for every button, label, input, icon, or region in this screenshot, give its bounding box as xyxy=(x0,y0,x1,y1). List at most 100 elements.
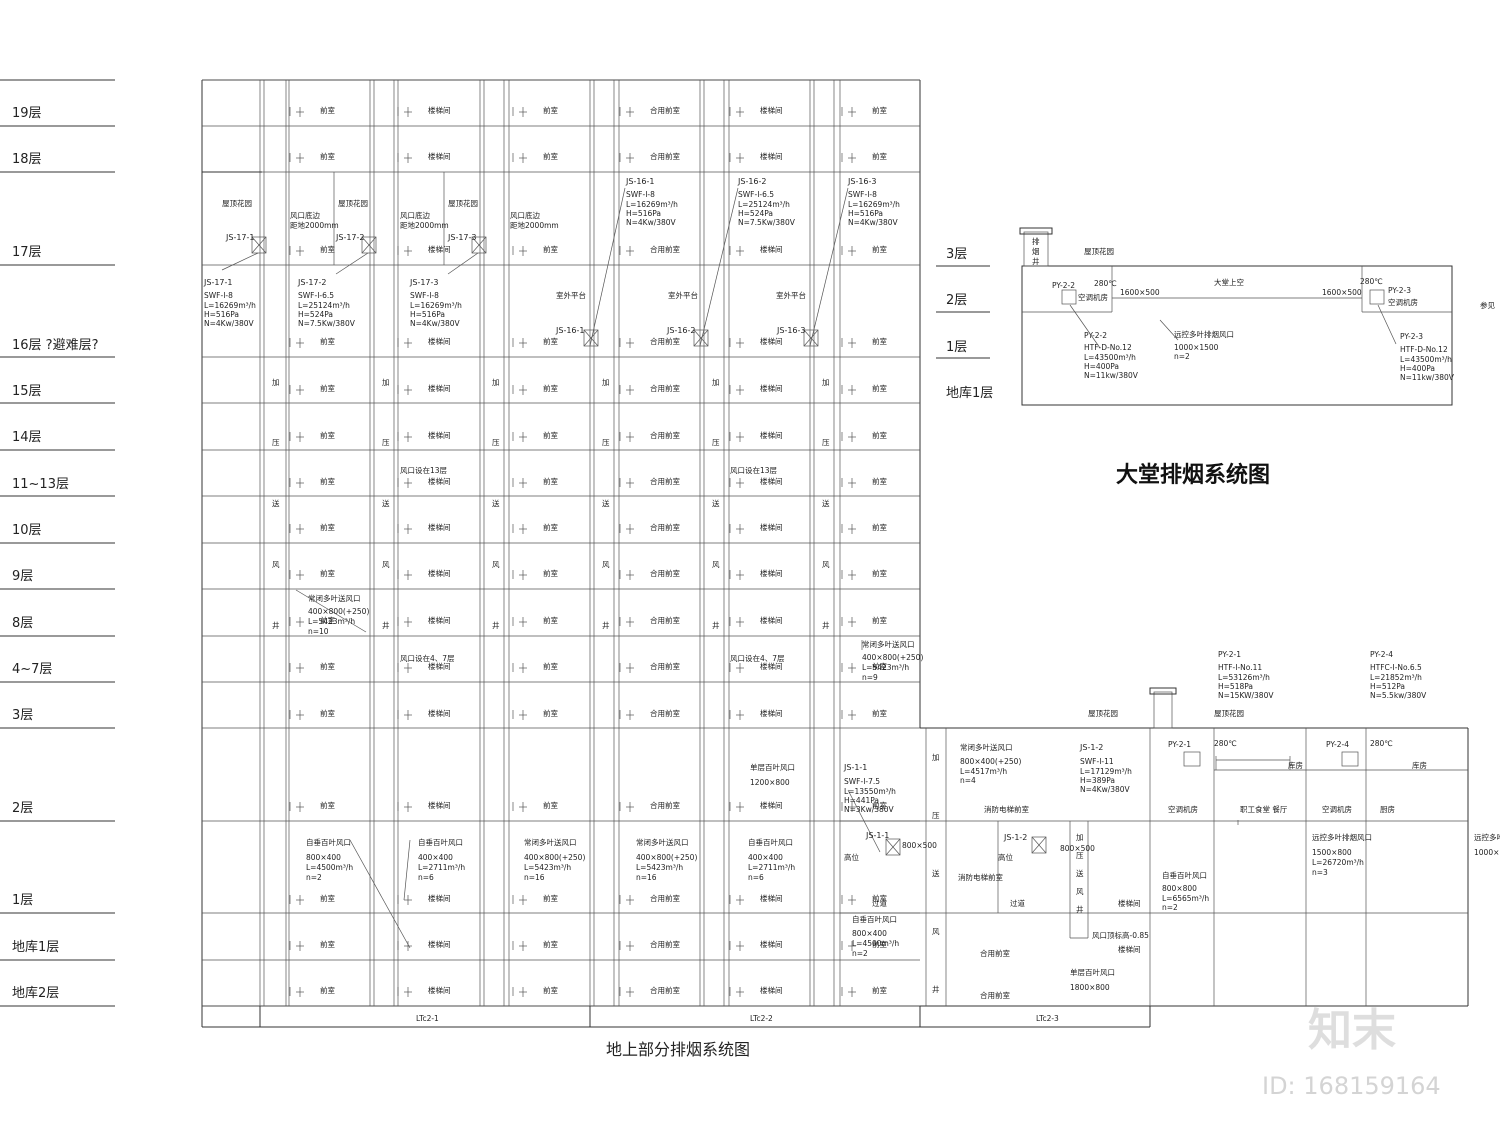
svg-text:L=5423m³/h: L=5423m³/h xyxy=(524,863,571,872)
shaft-char: 风 xyxy=(932,927,940,936)
roof-garden-label: 屋顶花园 xyxy=(222,198,252,208)
air-outlet-symbol xyxy=(289,941,304,951)
svg-text:n=9: n=9 xyxy=(862,673,878,682)
svg-text:消防电梯前室: 消防电梯前室 xyxy=(984,804,1029,814)
svg-text:400×400: 400×400 xyxy=(418,853,453,862)
air-outlet-symbol xyxy=(619,432,634,442)
roof-garden-label: 屋顶花园 xyxy=(448,198,478,208)
svg-text:L=5423m³/h: L=5423m³/h xyxy=(636,863,683,872)
outdoor-platform: 室外平台 xyxy=(556,290,586,300)
unit-id: JS-17-2 xyxy=(335,233,364,242)
air-outlet-symbol xyxy=(841,338,856,348)
room-label: 前室 xyxy=(320,151,335,161)
svg-text:空调机房: 空调机房 xyxy=(1388,297,1418,307)
bottom-title: 地上部分排烟系统图 xyxy=(606,1040,750,1059)
room-label: 合用前室 xyxy=(650,615,680,625)
room-label: 前室 xyxy=(543,522,558,532)
outdoor-platform: 室外平台 xyxy=(776,290,806,300)
air-outlet-symbol xyxy=(841,987,856,997)
fan-unit-js1-1: JS-1-1 SWF-I-7.5 L=13550m³/h H=441Pa N=3… xyxy=(843,763,896,840)
svg-text:280℃: 280℃ xyxy=(1370,739,1393,748)
air-outlet-symbol xyxy=(397,663,412,673)
unit-id-label: JS-17-3 xyxy=(409,278,438,287)
room-label: 前室 xyxy=(872,893,887,903)
svg-text:JS-1-1: JS-1-1 xyxy=(865,831,889,840)
svg-text:1600×500: 1600×500 xyxy=(1322,288,1362,297)
riser-label: LTc2-3 xyxy=(1036,1014,1059,1023)
room-label: 前室 xyxy=(320,661,335,671)
svg-text:SWF-I-7.5: SWF-I-7.5 xyxy=(844,777,880,786)
svg-text:空调机房: 空调机房 xyxy=(1078,292,1108,302)
air-outlet-symbol xyxy=(619,570,634,580)
svg-text:PY-2-1: PY-2-1 xyxy=(1218,650,1241,659)
lobby-floor-label: 3层 xyxy=(946,247,967,262)
room-label: 合用前室 xyxy=(650,661,680,671)
room-label: 前室 xyxy=(872,939,887,949)
air-outlet-symbol xyxy=(289,524,304,534)
air-outlet-symbol xyxy=(289,478,304,488)
room-label: 前室 xyxy=(320,476,335,486)
room-label: 合用前室 xyxy=(650,430,680,440)
vent-location-note: 风口设在4、7层 xyxy=(730,653,785,663)
room-label: 前室 xyxy=(872,568,887,578)
svg-text:自垂百叶风口: 自垂百叶风口 xyxy=(1162,870,1207,880)
shaft-char: 压 xyxy=(602,438,610,447)
air-outlet-symbol xyxy=(289,987,304,997)
air-outlet-symbol xyxy=(841,663,856,673)
air-outlet-symbol xyxy=(841,895,856,905)
svg-text:自垂百叶风口: 自垂百叶风口 xyxy=(852,914,897,924)
unit-pressure: H=516Pa xyxy=(848,209,883,218)
floor-label: 18层 xyxy=(12,152,42,167)
shaft-char: 送 xyxy=(272,498,280,508)
unit-pressure: H=516Pa xyxy=(410,310,445,319)
air-outlet-symbol xyxy=(729,432,744,442)
room-label: 前室 xyxy=(543,105,558,115)
air-outlet-symbol xyxy=(289,153,304,163)
air-outlet-symbol xyxy=(729,987,744,997)
svg-text:单层百叶风口: 单层百叶风口 xyxy=(1070,967,1115,977)
room-label: 楼梯间 xyxy=(760,383,783,393)
svg-text:n=3: n=3 xyxy=(1312,868,1328,877)
air-outlet-symbol xyxy=(729,153,744,163)
shaft-char: 压 xyxy=(1076,851,1084,860)
shaft-char: 加 xyxy=(822,377,830,387)
air-outlet-symbol xyxy=(841,570,856,580)
air-outlet-symbol xyxy=(729,617,744,627)
riser-labels: LTc2-1 LTc2-2 LTc2-3 地上部分排烟系统图 xyxy=(416,1014,1059,1059)
svg-text:1000×1500: 1000×1500 xyxy=(1174,343,1219,352)
unit-id-label: JS-17-1 xyxy=(203,278,232,287)
floor-label: 2层 xyxy=(12,801,33,816)
air-outlet-symbol xyxy=(619,941,634,951)
unit-flow: L=16269m³/h xyxy=(410,301,462,310)
air-outlet-symbol xyxy=(729,941,744,951)
svg-text:HTF-I-No.11: HTF-I-No.11 xyxy=(1218,663,1262,672)
room-label: 楼梯间 xyxy=(760,893,783,903)
room-label: 楼梯间 xyxy=(428,615,451,625)
svg-text:库房: 库房 xyxy=(1412,760,1427,770)
vent-note: 风口底边 xyxy=(400,210,430,220)
room-label: 前室 xyxy=(872,985,887,995)
air-outlet-symbol xyxy=(841,524,856,534)
svg-text:n=6: n=6 xyxy=(748,873,764,882)
room-label: 前室 xyxy=(320,985,335,995)
svg-text:L=43500m³/h: L=43500m³/h xyxy=(1084,353,1136,362)
svg-text:自垂百叶风口: 自垂百叶风口 xyxy=(306,837,351,847)
room-label: 前室 xyxy=(543,151,558,161)
air-outlet-symbol xyxy=(729,107,744,117)
room-label: 前室 xyxy=(543,476,558,486)
fan-unit-js17-1: JS-17-1 JS-17-1 SWF-I-8 L=16269m³/h H=51… xyxy=(203,233,256,328)
room-label: 合用前室 xyxy=(650,568,680,578)
svg-text:n=4: n=4 xyxy=(960,776,976,785)
lobby-floor-label: 1层 xyxy=(946,340,967,355)
vent-note-g: 自垂百叶风口 400×400 L=2711m³/h n=6 xyxy=(748,837,795,882)
svg-text:单层百叶风口: 单层百叶风口 xyxy=(750,762,795,772)
vent-note-h: 单层百叶风口 1200×800 xyxy=(750,762,795,787)
svg-text:L=53126m³/h: L=53126m³/h xyxy=(1218,673,1270,682)
room-label: 楼梯间 xyxy=(428,708,451,718)
shaft-char: 井 xyxy=(822,620,830,630)
unit-id-label: JS-16-3 xyxy=(776,326,805,335)
shaft-char: 压 xyxy=(822,438,830,447)
svg-text:800×500: 800×500 xyxy=(1060,844,1095,853)
room-label: 前室 xyxy=(543,336,558,346)
svg-text:空调机房: 空调机房 xyxy=(1168,804,1198,814)
